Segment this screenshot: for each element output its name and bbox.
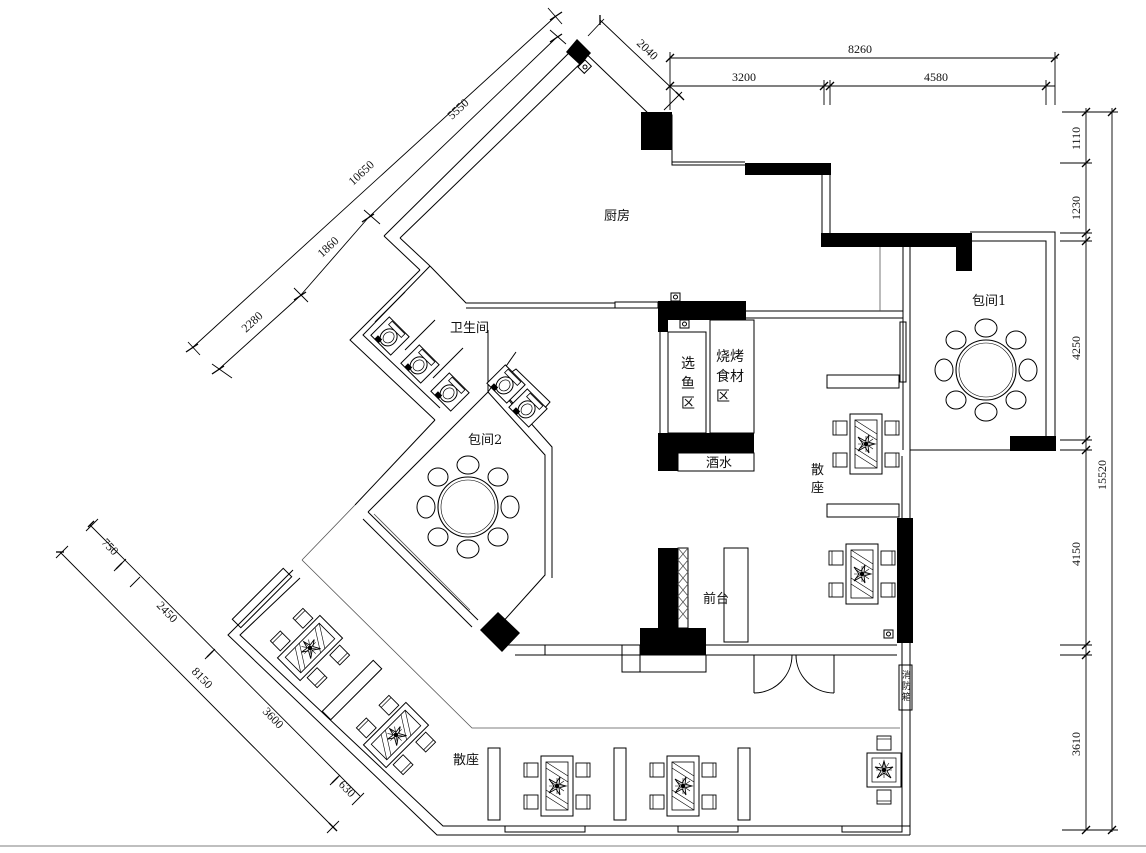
table-diag-1 [265, 603, 354, 692]
dim-top-right: 4580 [924, 70, 948, 84]
dim-right-2: 1230 [1069, 196, 1083, 220]
label-private-room-2: 包间2 [468, 433, 502, 448]
dim-right-total: 15520 [1095, 460, 1109, 490]
dim-top-diag: 2040 [634, 36, 661, 63]
room-labels: 厨房 卫生间 包间1 包间2 选鱼区 烧烤食材区 酒水 散座 前台 散座 消防箱 [450, 208, 1006, 768]
label-bathroom: 卫生间 [450, 321, 489, 336]
toilet-icons [370, 291, 470, 412]
label-fire-box: 消防箱 [902, 669, 911, 703]
dim-bl-total: 8150 [189, 664, 216, 691]
table-corner [866, 735, 902, 805]
solid-wall-blocks [480, 39, 1056, 655]
dim-right-3: 4250 [1069, 336, 1083, 360]
dim-bl-3: 3600 [260, 704, 287, 731]
dim-left-2: 1860 [314, 234, 341, 261]
label-seating-right: 散座 [811, 463, 824, 496]
seating-tables [265, 414, 902, 816]
table-bottom-2 [650, 756, 716, 816]
dimension-lines [55, 7, 1118, 835]
label-kitchen: 厨房 [604, 208, 630, 224]
dim-top-total: 8260 [848, 42, 872, 56]
label-private-room-1: 包间1 [972, 294, 1006, 309]
dim-bl-2: 2450 [154, 598, 181, 625]
label-bbq-area: 烧烤食材区 [716, 349, 744, 405]
dim-right-5: 3610 [1069, 732, 1083, 756]
table-right-2 [829, 544, 895, 604]
dim-bl-1: 750 [99, 535, 122, 558]
table-right-1 [833, 414, 899, 474]
sink-icons [486, 364, 548, 428]
label-front-desk: 前台 [703, 591, 729, 607]
table-bottom-1 [524, 756, 590, 816]
round-table-room1 [934, 318, 1038, 422]
dim-top-left: 3200 [732, 70, 756, 84]
dim-right-1: 1110 [1069, 127, 1083, 150]
dim-left-1: 5550 [444, 96, 471, 123]
label-fish-area: 选鱼区 [681, 356, 695, 412]
exterior-walls [227, 44, 1056, 836]
benches [231, 374, 903, 833]
label-seating-bottom: 散座 [453, 753, 479, 768]
round-table-room2 [416, 455, 520, 559]
dim-bl-4: 630 [336, 777, 359, 800]
interior-walls [301, 247, 913, 729]
label-drinks: 酒水 [706, 456, 732, 471]
drain-icons [577, 59, 894, 639]
dim-right-4: 4150 [1069, 542, 1083, 566]
